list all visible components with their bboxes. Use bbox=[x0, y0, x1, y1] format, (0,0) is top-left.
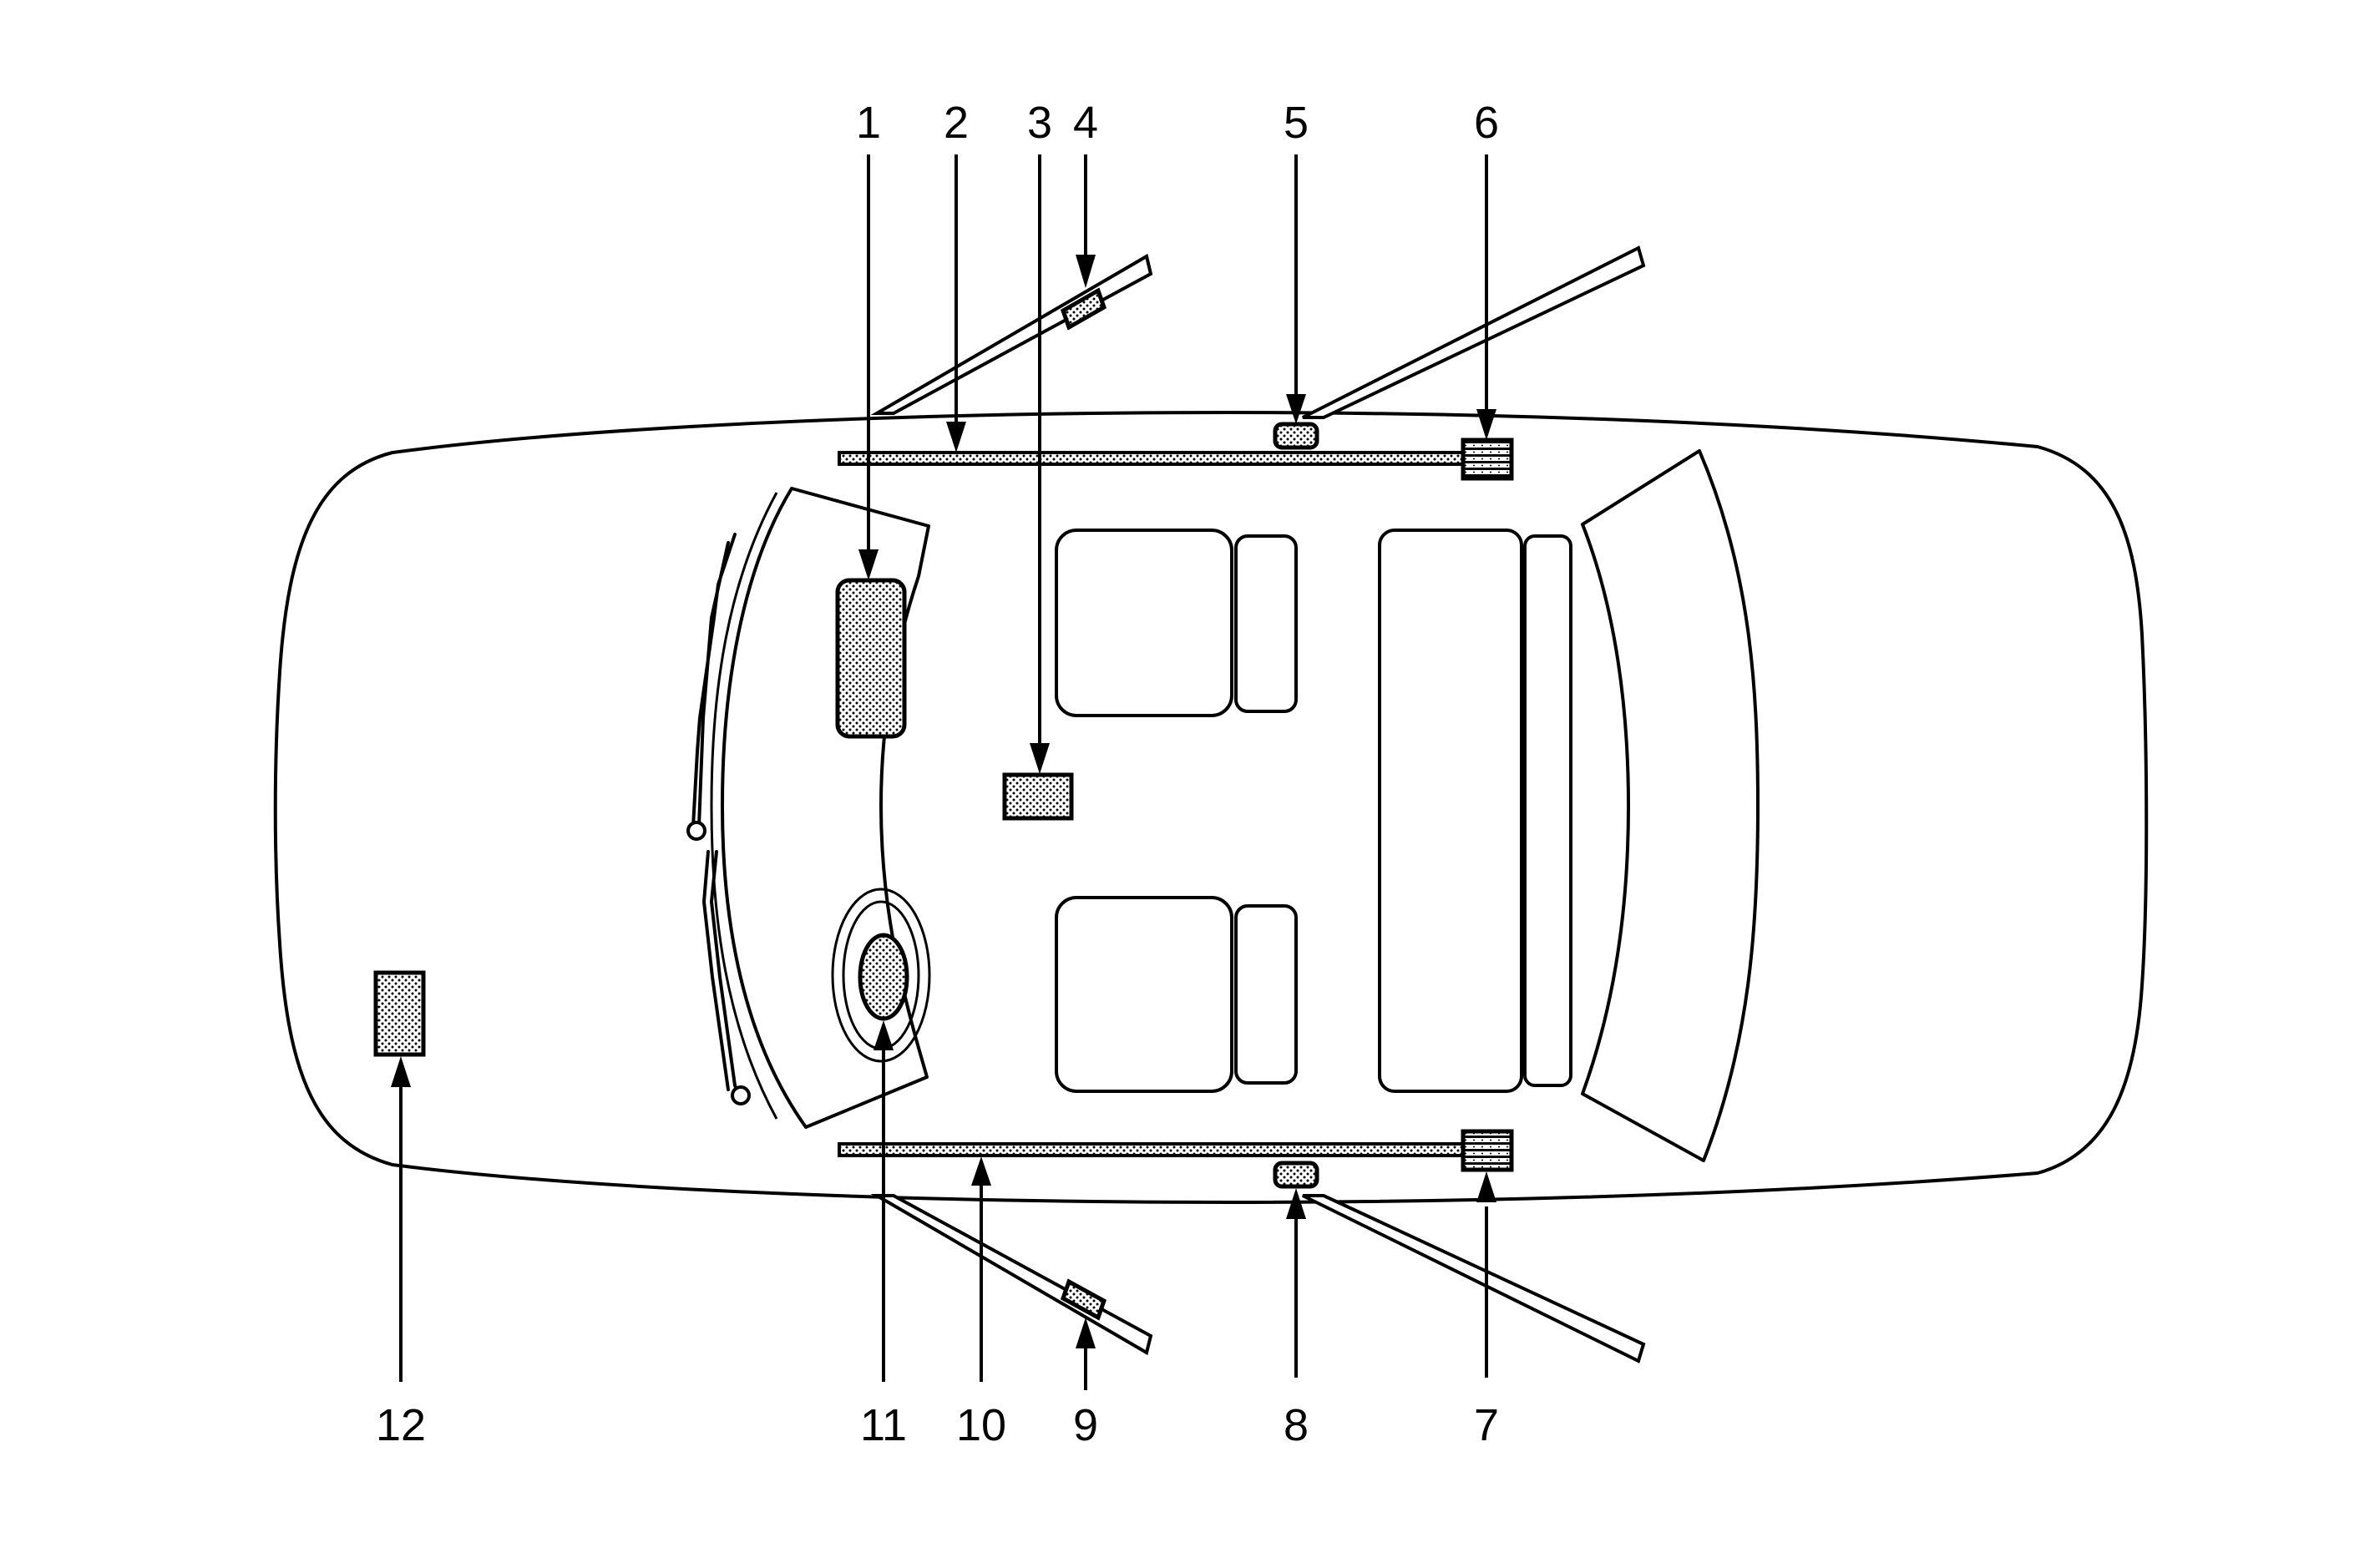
rear-window bbox=[1581, 449, 1760, 1162]
arrowhead-4 bbox=[1076, 255, 1096, 288]
wiper-lower bbox=[702, 850, 740, 1095]
rear-seat-cushion bbox=[1378, 529, 1523, 1093]
arrowhead-12 bbox=[391, 1056, 411, 1087]
arrowhead-11 bbox=[874, 1020, 894, 1050]
front-seat-right-back bbox=[1234, 904, 1298, 1085]
steering-wheel-airbag bbox=[858, 933, 909, 1021]
right-rear-module bbox=[1461, 1129, 1514, 1172]
left-rear-module bbox=[1461, 438, 1514, 481]
left-roof-rail-module bbox=[838, 451, 1480, 466]
car-body-outline bbox=[273, 411, 2149, 1204]
callout-11: 11 bbox=[860, 1400, 907, 1450]
right-b-pillar-sensor bbox=[1273, 1161, 1319, 1189]
callout-12: 12 bbox=[376, 1400, 426, 1450]
arrowhead-9 bbox=[1076, 1318, 1096, 1348]
right-front-door-sensor bbox=[1060, 1278, 1107, 1321]
callout-6: 6 bbox=[1474, 98, 1499, 148]
arrowhead-3 bbox=[1030, 743, 1050, 774]
arrowhead-1 bbox=[858, 549, 879, 580]
right-front-window-strip bbox=[870, 1194, 1153, 1356]
callout-8: 8 bbox=[1284, 1400, 1309, 1450]
arrowhead-7 bbox=[1476, 1171, 1496, 1202]
left-front-door-sensor bbox=[1060, 287, 1107, 331]
wiper-lower-pivot bbox=[731, 1085, 751, 1105]
callout-4: 4 bbox=[1073, 98, 1098, 148]
sdm-module bbox=[1002, 772, 1074, 821]
left-front-window-strip bbox=[870, 253, 1153, 415]
wiper-upper-pivot bbox=[686, 821, 706, 841]
arrowhead-10 bbox=[971, 1156, 991, 1186]
callout-3: 3 bbox=[1027, 98, 1052, 148]
arrowhead-6 bbox=[1476, 409, 1496, 440]
front-seat-left-back bbox=[1234, 534, 1298, 713]
left-b-pillar-sensor bbox=[1273, 422, 1319, 450]
arrowhead-8 bbox=[1286, 1188, 1306, 1219]
dashboard-edge bbox=[710, 492, 778, 1120]
callout-5: 5 bbox=[1284, 98, 1309, 148]
callout-7: 7 bbox=[1474, 1400, 1499, 1450]
front-seat-left-cushion bbox=[1055, 529, 1233, 717]
steering-wheel-outer bbox=[831, 888, 931, 1063]
callout-10: 10 bbox=[956, 1400, 1006, 1450]
right-rear-window-strip bbox=[1302, 1194, 1646, 1363]
instrument-panel-airbag bbox=[835, 578, 907, 739]
arrowhead-2 bbox=[946, 422, 966, 453]
callout-1: 1 bbox=[856, 98, 881, 148]
arrowhead-5 bbox=[1286, 394, 1306, 424]
rear-seat-back bbox=[1523, 534, 1572, 1087]
front-seat-right-cushion bbox=[1055, 896, 1233, 1093]
front-impact-sensor bbox=[373, 970, 426, 1057]
callout-2: 2 bbox=[944, 98, 969, 148]
callout-9: 9 bbox=[1073, 1400, 1098, 1450]
right-roof-rail-module bbox=[838, 1142, 1480, 1157]
left-rear-window-strip bbox=[1302, 245, 1646, 419]
wiper-upper bbox=[691, 533, 737, 828]
